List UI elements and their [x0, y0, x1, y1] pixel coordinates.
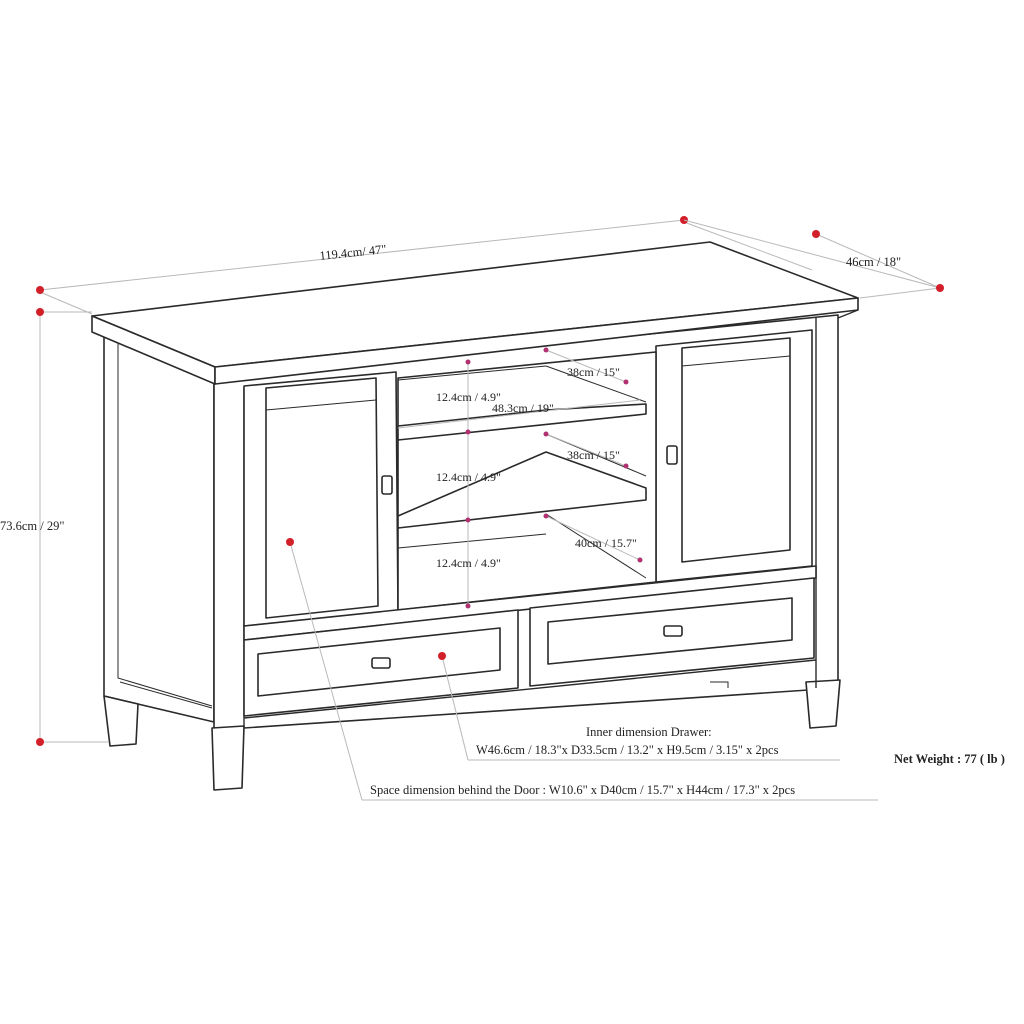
drawer-note-text: W46.6cm / 18.3"x D33.5cm / 13.2" x H9.5c…	[476, 743, 779, 757]
dimension-lines	[36, 216, 944, 801]
drawer-note-title: Inner dimension Drawer:	[586, 725, 712, 739]
drawer-rail	[243, 565, 817, 641]
height-dot-top	[36, 308, 44, 316]
front-left-leg	[211, 725, 245, 791]
back-left-leg	[103, 695, 139, 747]
front-right-leg	[805, 679, 841, 729]
drawer-marker-dot	[438, 652, 446, 660]
door-note-text: Space dimension behind the Door : W10.6"…	[370, 783, 795, 797]
left-drawer[interactable]	[243, 609, 519, 717]
left-door-handle[interactable]	[381, 475, 393, 495]
height-dot-bottom	[36, 738, 44, 746]
depth-dot-top	[812, 230, 820, 238]
depth-label: 46cm / 18"	[846, 255, 901, 269]
shelf-gap-bottom-label: 12.4cm / 4.9"	[436, 556, 501, 570]
right-drawer[interactable]	[529, 577, 815, 687]
depth-dot-bottom	[936, 284, 944, 292]
shelf-gap-top-label: 12.4cm / 4.9"	[436, 390, 501, 404]
cabinet-drawing	[91, 241, 859, 791]
shelf-gap-middle-label: 12.4cm / 4.9"	[436, 470, 501, 484]
shelf-depth-middle-label: 38cm / 15"	[567, 448, 620, 462]
width-label: 119.4cm/ 47"	[319, 242, 387, 263]
drawer-note: Inner dimension Drawer: W46.6cm / 18.3"x…	[476, 725, 779, 757]
shelf-top	[397, 403, 647, 441]
net-weight-label: Net Weight : 77 ( lb )	[894, 752, 1005, 766]
door-marker-dot	[286, 538, 294, 546]
dimension-labels: 119.4cm/ 47" 46cm / 18" 73.6cm / 29" 12.…	[0, 242, 901, 570]
right-drawer-handle[interactable]	[663, 625, 683, 637]
shelf-width-label: 48.3cm / 19"	[492, 401, 554, 415]
width-dot-left	[36, 286, 44, 294]
door-note: Space dimension behind the Door : W10.6"…	[370, 783, 795, 797]
shelf-middle	[397, 451, 647, 529]
shelf-depth-bottom-label: 40cm / 15.7"	[575, 536, 637, 550]
right-door[interactable]	[655, 329, 813, 583]
shelf-depth-top-label: 38cm / 15"	[567, 365, 620, 379]
right-door-handle[interactable]	[666, 445, 678, 465]
left-side-panel	[103, 331, 215, 723]
open-shelf-compartment	[397, 351, 657, 611]
left-drawer-handle[interactable]	[371, 657, 391, 669]
height-label: 73.6cm / 29"	[0, 519, 64, 533]
left-door[interactable]	[243, 371, 399, 627]
